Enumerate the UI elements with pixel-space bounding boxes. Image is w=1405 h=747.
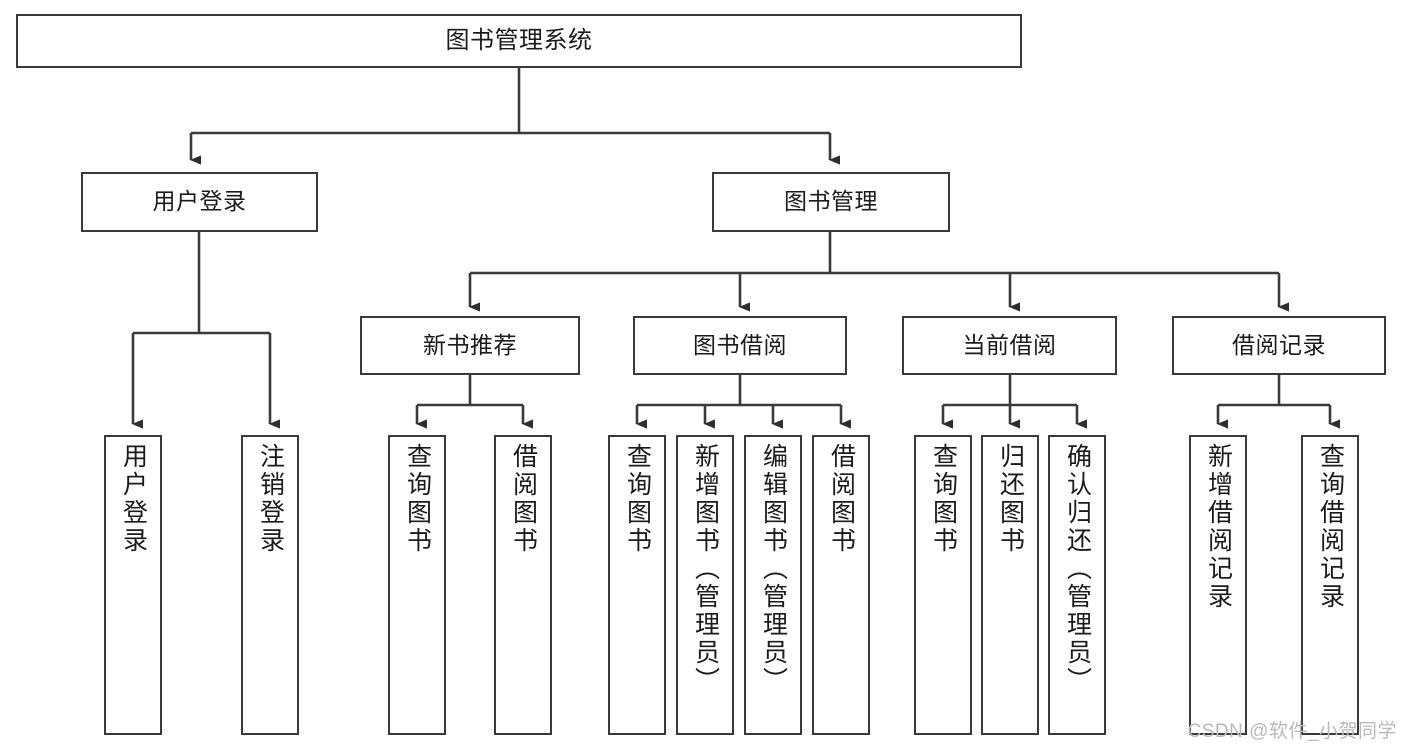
node-label: 用户登录 bbox=[152, 188, 247, 215]
node-label: 借阅图书 bbox=[827, 443, 856, 555]
node-label: 注销登录 bbox=[256, 443, 285, 555]
node-label: 查询图书 bbox=[623, 443, 652, 555]
node-label: 查询图书 bbox=[929, 443, 958, 555]
leaf-borrow-book-recommend[interactable]: 借阅图书 bbox=[494, 435, 552, 735]
node-label: 借阅图书 bbox=[509, 443, 538, 555]
leaf-user-logout[interactable]: 注销登录 bbox=[241, 435, 299, 735]
node-label: 图书借阅 bbox=[693, 331, 787, 358]
node-new-book-recommend[interactable]: 新书推荐 bbox=[360, 316, 580, 375]
leaf-edit-book[interactable]: 编辑图书（管理员） bbox=[744, 435, 802, 735]
node-label: 新增图书（管理员） bbox=[691, 443, 720, 695]
leaf-user-login[interactable]: 用户登录 bbox=[104, 435, 162, 735]
leaf-confirm-return[interactable]: 确认归还（管理员） bbox=[1048, 435, 1106, 735]
node-label: 用户登录 bbox=[119, 443, 148, 555]
leaf-query-book-recommend[interactable]: 查询图书 bbox=[388, 435, 446, 735]
node-current-borrow[interactable]: 当前借阅 bbox=[902, 316, 1117, 375]
leaf-query-borrow-record[interactable]: 查询借阅记录 bbox=[1301, 435, 1359, 735]
node-label: 编辑图书（管理员） bbox=[759, 443, 788, 695]
node-label: 借阅记录 bbox=[1232, 331, 1326, 358]
node-user-login[interactable]: 用户登录 bbox=[81, 172, 318, 232]
leaf-add-book[interactable]: 新增图书（管理员） bbox=[676, 435, 734, 735]
node-label: 图书管理系统 bbox=[445, 26, 593, 54]
leaf-query-book-current[interactable]: 查询图书 bbox=[914, 435, 972, 735]
node-label: 归还图书 bbox=[996, 443, 1025, 555]
node-label: 确认归还（管理员） bbox=[1063, 443, 1092, 695]
node-label: 新书推荐 bbox=[423, 331, 517, 358]
leaf-return-book[interactable]: 归还图书 bbox=[981, 435, 1039, 735]
node-borrow-record[interactable]: 借阅记录 bbox=[1172, 316, 1386, 375]
node-label: 图书管理 bbox=[784, 188, 878, 215]
node-root-system[interactable]: 图书管理系统 bbox=[16, 14, 1022, 68]
node-label: 查询借阅记录 bbox=[1316, 443, 1345, 611]
leaf-add-borrow-record[interactable]: 新增借阅记录 bbox=[1189, 435, 1247, 735]
node-book-manage[interactable]: 图书管理 bbox=[712, 172, 950, 232]
node-label: 新增借阅记录 bbox=[1204, 443, 1233, 611]
node-label: 查询图书 bbox=[403, 443, 432, 555]
node-book-borrow[interactable]: 图书借阅 bbox=[633, 316, 847, 375]
watermark-text: CSDN @软件_小贺同学 bbox=[1187, 721, 1397, 742]
leaf-borrow-book[interactable]: 借阅图书 bbox=[812, 435, 870, 735]
leaf-query-book-borrow[interactable]: 查询图书 bbox=[608, 435, 666, 735]
node-label: 当前借阅 bbox=[962, 331, 1057, 358]
